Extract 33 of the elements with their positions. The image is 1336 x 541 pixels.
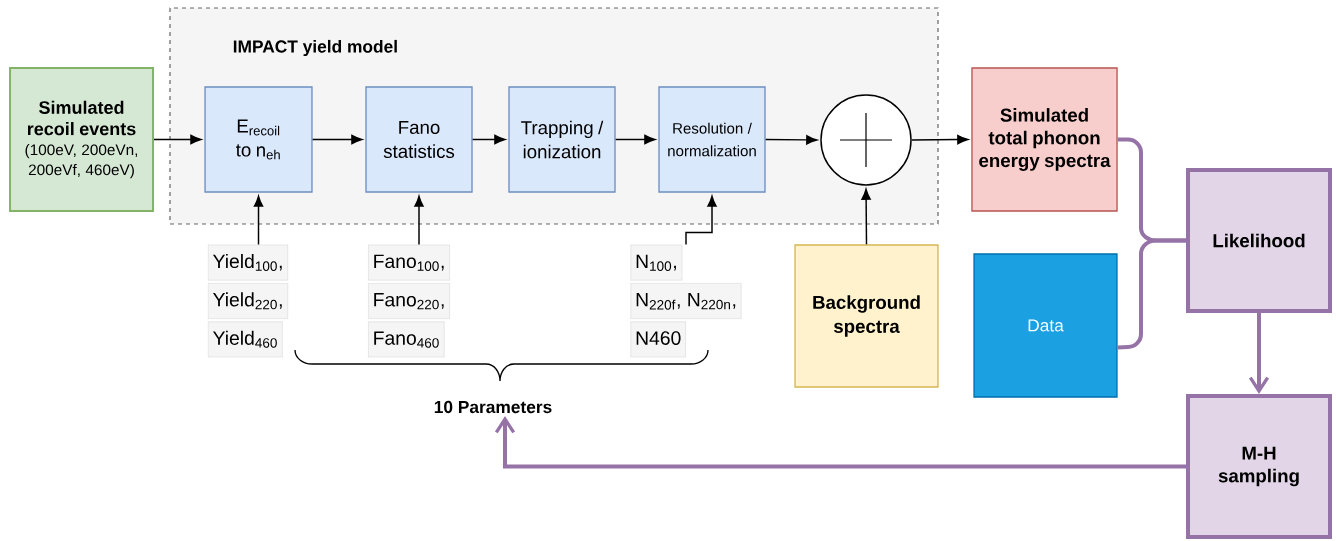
node-label: Yield$_{460}$ [212, 330, 277, 348]
arrow [911, 134, 969, 145]
process-box: Trapping / ionization [508, 86, 616, 193]
arrow [764, 135, 818, 145]
node-label: N$_{100}$, [636, 254, 676, 271]
arrow [253, 195, 264, 246]
arrow [153, 134, 202, 145]
node-label: Fano$_{220}$, [374, 293, 444, 310]
arrow [494, 416, 1186, 469]
parameter-list: Yield$_{100}$, Yield$_{220}$, Yield$_{460}$ [207, 244, 289, 358]
process-box: M-H sampling [1186, 393, 1332, 539]
node-label: Fano$_{460}$ [374, 331, 439, 348]
node-label: N460 [636, 331, 681, 345]
arrow [861, 188, 871, 246]
process-box: Likelihood [1186, 167, 1332, 314]
arrow [1248, 313, 1270, 394]
parameter-list: Fano$_{100}$, Fano$_{220}$, Fano$_{460}$ [367, 244, 451, 358]
process-box: Data [973, 253, 1118, 398]
summing-circle [820, 94, 912, 186]
process-box: Resolution / normalization [658, 86, 766, 193]
arrow [685, 195, 717, 246]
process-box: Simulated total phonon energy spectra [971, 67, 1118, 212]
arrow [614, 134, 656, 145]
arrow [471, 134, 506, 145]
node-label: Yield$_{220}$, [212, 292, 282, 310]
process-box: E$_{recoil}$ to n$_{eh}$ [204, 86, 313, 193]
process-box: Background spectra [794, 244, 939, 388]
parameter-label: 10 Parameters [434, 400, 552, 414]
process-box: Fano statistics [365, 86, 473, 193]
arrow [311, 134, 363, 145]
parameter-list: N$_{100}$, N$_{220f}$, N$_{220n}$, N460 [630, 244, 742, 358]
process-box: Simulated recoil events (100eV, 200eVn, 200eVf, 460eV) [9, 67, 154, 212]
arrow [414, 195, 424, 246]
